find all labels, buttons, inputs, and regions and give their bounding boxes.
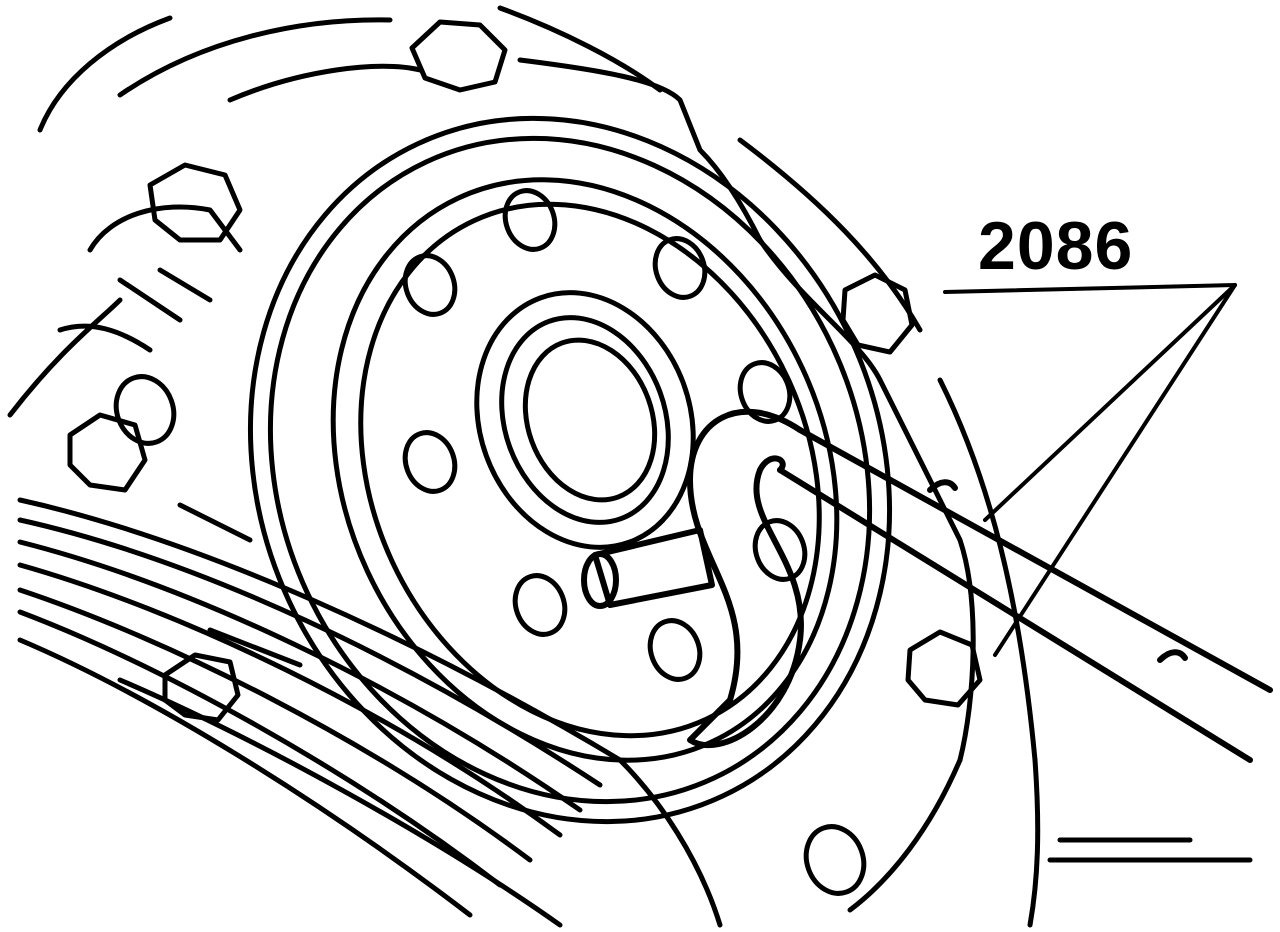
- hex-bolt: [409, 19, 508, 93]
- bolt-hole: [402, 253, 458, 317]
- hex-bolts: [67, 19, 983, 723]
- crankshaft-oil-seal: [474, 290, 696, 550]
- bolt-hole: [512, 573, 568, 637]
- bolt-hole: [647, 618, 703, 682]
- bolt-hole: [803, 824, 867, 896]
- bolt-hole: [502, 188, 558, 252]
- hex-bolt: [67, 412, 148, 493]
- hex-bolt: [905, 629, 983, 708]
- bolt-holes: [113, 188, 867, 896]
- engine-block: [7, 5, 1253, 928]
- callout-leader-lines: [943, 283, 1237, 657]
- bolt-hole: [113, 374, 177, 446]
- bolt-hole: [402, 430, 458, 494]
- hex-bolt: [147, 162, 243, 243]
- seal-removal-tool-2086: [581, 408, 1273, 763]
- hex-bolt: [162, 652, 241, 723]
- bolt-hole: [652, 236, 708, 300]
- bolt-hole: [737, 360, 793, 424]
- tool-number-label: 2086: [978, 208, 1134, 284]
- hex-bolt: [840, 272, 915, 355]
